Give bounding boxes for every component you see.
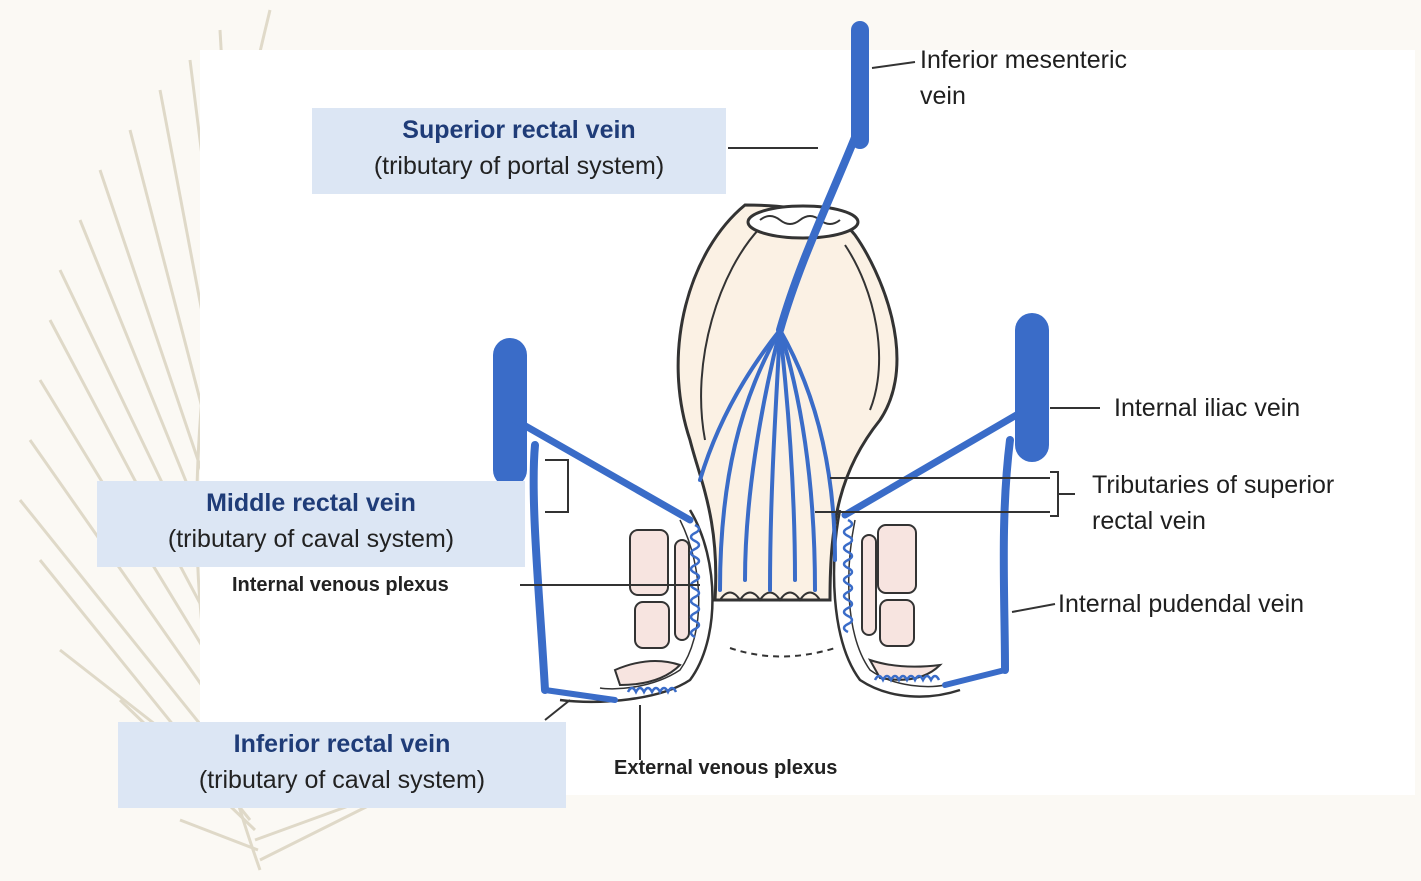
label-internal-iliac: Internal iliac vein <box>1114 390 1300 426</box>
right-internal-pudendal-vein <box>1004 440 1010 670</box>
label-external-venous-plexus: External venous plexus <box>614 755 837 781</box>
leader-inferior-rectal <box>545 700 570 720</box>
label-tributaries-line1: Tributaries of superior <box>1092 467 1334 503</box>
leader-inferior-mesenteric <box>872 62 915 68</box>
middle-rectal-title: Middle rectal vein <box>97 485 525 521</box>
box-middle-rectal: Middle rectal vein (tributary of caval s… <box>97 481 525 567</box>
label-tributaries-line2: rectal vein <box>1092 503 1206 539</box>
rectum-lumen <box>748 206 858 238</box>
label-inferior-mesenteric-line1: Inferior mesenteric <box>920 42 1127 78</box>
left-muscle-strip <box>675 540 689 640</box>
leader-middle-rectal <box>545 460 568 512</box>
left-middle-rectal-vein <box>515 420 690 520</box>
left-external-plexus <box>628 688 676 692</box>
box-inferior-rectal: Inferior rectal vein (tributary of caval… <box>118 722 566 808</box>
right-inferior-rectal-vein <box>945 670 1005 685</box>
superior-rectal-title: Superior rectal vein <box>312 112 726 148</box>
superior-rectal-subtitle: (tributary of portal system) <box>312 148 726 184</box>
inferior-rectal-subtitle: (tributary of caval system) <box>118 762 566 798</box>
right-muscle-strip <box>862 535 876 635</box>
left-internal-pudendal-vein <box>534 445 545 690</box>
leader-internal-pudendal <box>1012 604 1055 612</box>
left-ext-muscle <box>615 661 680 685</box>
inferior-rectal-title: Inferior rectal vein <box>118 726 566 762</box>
right-muscle-upper <box>878 525 916 593</box>
label-internal-venous-plexus: Internal venous plexus <box>232 572 449 598</box>
right-muscle-lower <box>880 600 914 646</box>
left-muscle-lower <box>635 602 669 648</box>
middle-rectal-subtitle: (tributary of caval system) <box>97 521 525 557</box>
left-inferior-rectal-vein <box>545 690 615 700</box>
label-internal-pudendal: Internal pudendal vein <box>1058 586 1304 622</box>
label-inferior-mesenteric-line2: vein <box>920 78 966 114</box>
box-superior-rectal: Superior rectal vein (tributary of porta… <box>312 108 726 194</box>
